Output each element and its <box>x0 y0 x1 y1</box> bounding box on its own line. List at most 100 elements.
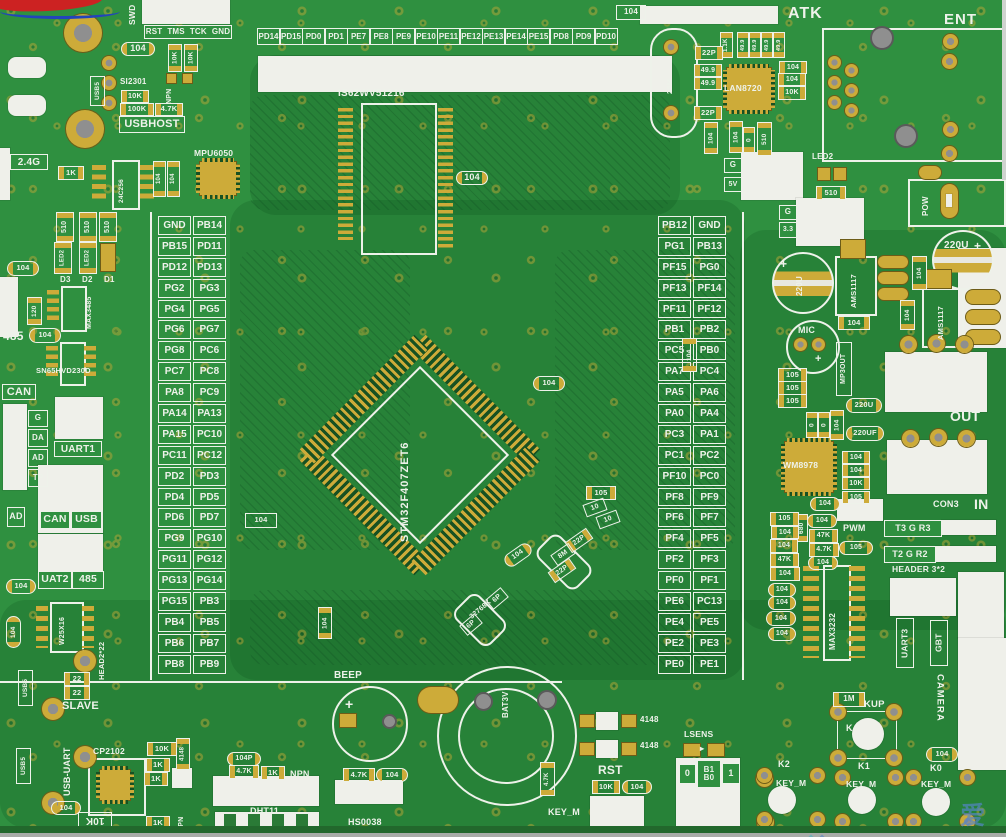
pin-label: PF3 <box>693 550 726 570</box>
cap-label: 22P <box>694 106 722 120</box>
led-label: LED2 <box>54 242 72 274</box>
ams1117-label: AMS1117 <box>936 306 945 340</box>
pin-label: PB15 <box>158 236 191 256</box>
t3-header-label: T3 G R3 <box>884 520 942 537</box>
key-pin <box>960 770 975 785</box>
connector-outline <box>742 212 744 680</box>
key-pin <box>960 814 975 829</box>
watermark-logo <box>795 832 838 837</box>
pin-label: PA15 <box>158 424 191 444</box>
cap-label: 104 <box>807 514 837 528</box>
resistor-label: 22 <box>64 686 90 700</box>
pin-label: PD11 <box>193 236 226 256</box>
resistor-label: 49.9 <box>749 32 761 58</box>
cap-220u-label: 220U <box>795 276 804 296</box>
cap-label: 104 <box>770 539 798 553</box>
485-label: 485 <box>3 329 24 343</box>
camera-label: CAMERA <box>934 674 946 722</box>
pin-label: PE2 <box>658 633 691 653</box>
battery-pad <box>418 687 458 713</box>
cap-label: 104 <box>456 171 488 185</box>
resistor-label: 510 <box>757 122 772 156</box>
pin-label: PC3 <box>658 424 691 444</box>
key-pin <box>757 768 772 783</box>
through-hole <box>664 40 678 54</box>
pin-label: PC8 <box>193 362 226 382</box>
ethernet-label: ENT <box>944 11 977 28</box>
key-pin <box>830 750 846 766</box>
resistor-label: 10K <box>592 780 620 794</box>
in-label: IN <box>974 496 989 512</box>
pin-label: PF2 <box>658 550 691 570</box>
key-pin <box>810 812 825 827</box>
pin-label: PG15 <box>158 592 191 611</box>
pin-label: PF8 <box>658 487 691 507</box>
through-hole <box>828 56 841 69</box>
through-hole <box>956 336 973 353</box>
cap-label: 104 <box>6 616 21 648</box>
pin-label: PF11 <box>658 299 691 319</box>
k2-label: K2 <box>778 759 790 769</box>
cap-label: 104 <box>533 376 565 391</box>
pin-label: PE14 <box>504 28 528 45</box>
pin-label: PF1 <box>693 571 726 591</box>
cp2102-outline <box>88 758 146 816</box>
key-pin <box>888 814 903 829</box>
through-hole <box>958 430 975 447</box>
power-block <box>741 152 803 200</box>
jtag-pin: RST <box>145 26 163 36</box>
mic-label: MIC <box>798 325 816 335</box>
resistor-label: 4.7K <box>155 103 183 116</box>
resistor-label: 510 <box>816 186 846 200</box>
cap-polarity: + <box>780 257 788 271</box>
diode-body <box>596 740 618 758</box>
buzzer-polarity: + <box>345 696 354 712</box>
through-hole <box>943 122 958 137</box>
pin-label: PB3 <box>193 592 226 611</box>
key-pin <box>757 812 772 827</box>
pin-label: PB14 <box>193 216 226 235</box>
pin-label: PD9 <box>571 28 596 45</box>
uart1-label: UART1 <box>54 441 102 457</box>
pin-label: PC0 <box>693 466 726 486</box>
pin-label: PF6 <box>658 508 691 528</box>
pin-label: PF0 <box>658 571 691 591</box>
smd-pad <box>183 74 192 83</box>
b0-label: B0 <box>703 773 715 782</box>
buzzer-pad <box>340 714 356 727</box>
cap-label: 104 <box>729 121 743 153</box>
cap-label: 104 <box>808 556 838 570</box>
usb-hole <box>74 650 96 672</box>
usb-pad <box>8 95 46 116</box>
resistor-label: 49.9 <box>773 32 785 58</box>
pin-label: PA14 <box>158 404 191 423</box>
cap-label: 104 <box>842 464 870 477</box>
led-label: LED2 <box>79 242 97 274</box>
pin-label: PE4 <box>658 612 691 632</box>
jack-hole <box>896 126 916 146</box>
pin-label: PE12 <box>459 28 483 45</box>
smd-pad <box>878 272 908 284</box>
pin-label: PA13 <box>193 404 226 423</box>
usb-uart-label: USB-UART <box>62 747 72 796</box>
through-hole <box>102 76 116 90</box>
gbt-label: GBT <box>930 620 948 666</box>
resistor-label: 510 <box>79 212 97 242</box>
key-pin <box>886 704 902 720</box>
resistor-label: 4.7K <box>809 543 839 557</box>
pin-label: PB9 <box>193 654 226 674</box>
diode-label: 4148 <box>176 738 190 770</box>
audio-out-jack <box>885 352 987 412</box>
pin-label: PG14 <box>193 571 226 591</box>
ic-pads <box>36 606 48 648</box>
pin-label: PF10 <box>658 466 691 486</box>
diode-pad <box>101 244 115 271</box>
keym-label: KEY_M <box>776 778 807 788</box>
pin-label: PD4 <box>158 487 191 507</box>
cap-label: 104 <box>616 5 646 20</box>
dht11-pins <box>215 812 319 828</box>
pin-label: PG0 <box>693 257 726 277</box>
pin-label: PG10 <box>193 529 226 549</box>
cap-label: 104 <box>622 780 652 794</box>
